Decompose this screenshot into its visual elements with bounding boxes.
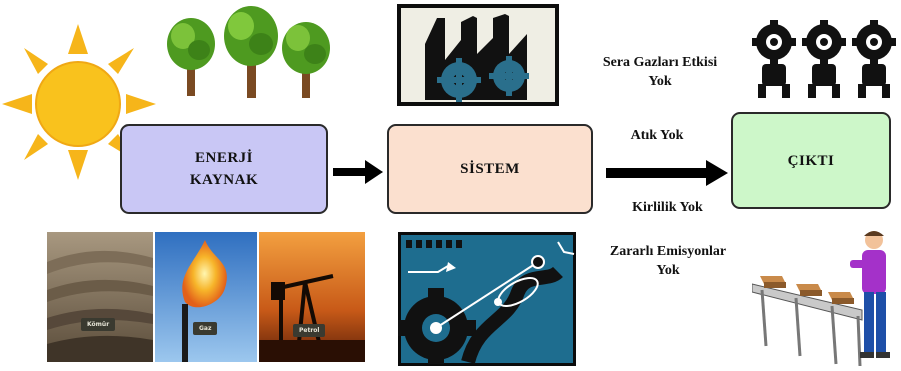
tree-icon (224, 6, 278, 98)
note-waste: Atık Yok (630, 128, 684, 143)
sun-icon (0, 22, 160, 182)
coal-mine-photo: Kömür (47, 232, 153, 362)
coal-label: Kömür (81, 318, 116, 331)
note-greenhouse: Sera Gazları Etkisi Yok (602, 55, 718, 89)
factory-gears-icon (397, 4, 559, 106)
tree-icon (282, 22, 330, 98)
arrow-right-icon (333, 160, 383, 184)
trees-illustration (163, 4, 343, 104)
output-box: ÇIKTI (731, 112, 891, 209)
energy-source-label: ENERJİ KAYNAK (189, 150, 259, 188)
innovation-gear-icon (398, 232, 576, 366)
gas-label: Gaz (193, 322, 218, 335)
oil-pump-photo: Petrol (259, 232, 365, 362)
energy-source-box: ENERJİ KAYNAK (120, 124, 328, 214)
system-box: SİSTEM (387, 124, 593, 214)
arrow-right-icon (606, 160, 728, 186)
note-emissions: Zararlı Emisyonlar Yok (609, 244, 727, 278)
note-pollution: Kirlilik Yok (632, 200, 703, 215)
gas-flare-photo: Gaz (155, 232, 257, 362)
oil-label: Petrol (293, 324, 326, 337)
system-label: SİSTEM (460, 161, 520, 177)
tree-icon (167, 18, 215, 96)
cog-people-icon (748, 20, 900, 100)
worker-conveyor-icon (752, 226, 900, 370)
output-label: ÇIKTI (787, 152, 835, 169)
